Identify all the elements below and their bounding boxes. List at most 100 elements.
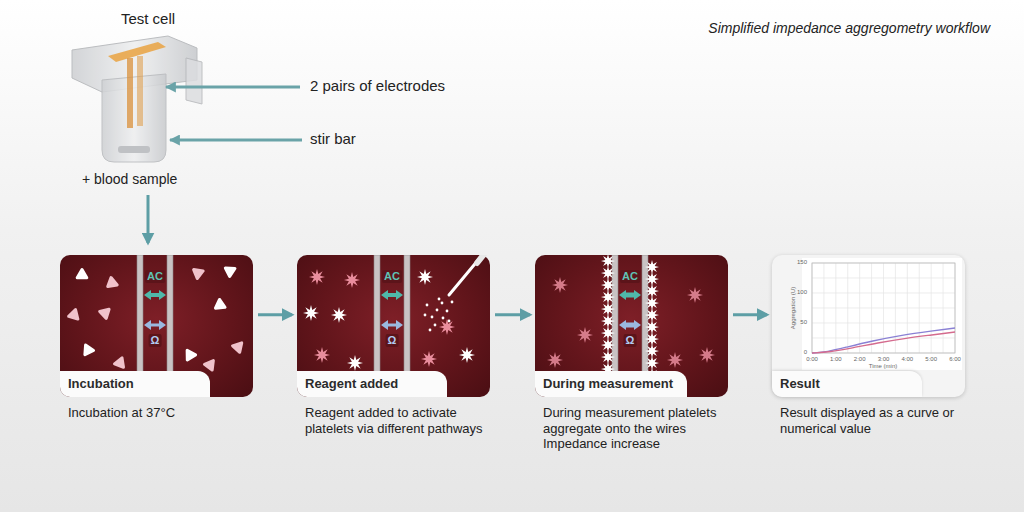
step-panel: ResultResult displayed as a curve or num… [772,255,965,397]
grid-line [847,263,848,353]
reagent-drop [446,310,449,313]
reagent-drop [448,320,451,323]
platelet [204,361,216,372]
leader-arrow [166,86,300,89]
activated-platelet [421,351,437,367]
test-cell [72,36,202,162]
aggregated-platelet [645,344,659,358]
platelet [192,270,203,280]
electrode-wire [137,56,143,126]
arrow-head [396,290,403,300]
platelet [225,264,237,276]
reagent-drop [441,302,444,305]
cell-tube [102,74,166,162]
reagent-drop [431,316,434,319]
step-panel: Reagent addedReagent added to activate p… [297,255,490,397]
electrode-wire [137,255,143,373]
diagram-title: Simplified impedance aggregometry workfl… [708,20,990,36]
activated-platelet [459,347,475,363]
step-tab-label: During measurement [535,371,687,397]
aggregated-platelet [645,272,659,286]
platelet [108,278,119,290]
arrow-head [396,320,403,330]
activated-platelet [439,319,455,335]
electrode-wire [404,255,410,373]
arrow-head [619,290,626,300]
node-note: + blood sample [82,171,177,188]
platelet [77,269,87,277]
stir-bar [118,146,150,153]
arrow-head [144,320,151,330]
activated-platelet [547,352,563,368]
part-label: stir bar [310,130,356,147]
leader-arrow [170,139,302,142]
aggregated-platelet [645,356,659,370]
aggregated-platelet [645,284,659,298]
grid-line [943,263,944,353]
arrow-head [634,290,641,300]
platelet [85,345,94,355]
pipette [477,255,485,263]
platelet [69,308,81,319]
aggregated-platelet [601,338,615,352]
activated-platelet [344,272,360,288]
reagent-drop [436,309,439,312]
activated-platelet [577,327,593,343]
electrode-wire [127,58,133,128]
aggregated-platelet [645,308,659,322]
arrow-head [634,320,641,330]
reagent-drop [424,314,427,317]
activated-platelet [687,287,703,303]
step-tab-label: Incubation [60,371,210,397]
aggregated-platelet [601,278,615,292]
platelet [115,358,128,371]
grid-line [859,263,860,353]
grid-line [823,263,824,353]
aggregation-curve [812,332,955,353]
platelet [100,306,113,319]
arrow-head [159,290,166,300]
grid-line [931,263,932,353]
aggregated-platelet [601,302,615,316]
activated-platelet [331,307,347,323]
activated-platelet [303,305,319,321]
step-caption: During measurement platelets aggregate o… [543,405,721,452]
step-panel: IncubationIncubation at 37°C [60,255,253,397]
aggregated-platelet [645,332,659,346]
node-heading: Test cell [68,10,228,28]
step-tab-label: Result [772,371,922,397]
step-caption: Incubation at 37°C [68,405,246,421]
activated-platelet [417,269,433,285]
electrode-wire [642,255,648,373]
aggregated-platelet [601,314,615,328]
activated-platelet [667,352,683,368]
activated-platelet [309,269,325,285]
arrow-head [159,320,166,330]
grid-line [919,263,920,353]
aggregated-platelet [601,350,615,364]
cell-tab [186,58,202,104]
aggregated-platelet [645,320,659,334]
grid-line [835,263,836,353]
activated-platelet [347,355,363,371]
grid-line [883,263,884,353]
arrow-head [381,290,388,300]
aggregated-platelet [601,290,615,304]
activated-platelet [314,347,330,363]
reagent-drop [438,298,441,301]
arrow-head [619,320,626,330]
reagent-drop [434,324,437,327]
electrode-wire [374,255,380,373]
chart-area [802,258,962,370]
arrow-head [381,320,388,330]
step-tab-label: Reagent added [297,371,447,397]
step-panel: During measurementDuring measurement pla… [535,255,728,397]
flow-arrow [733,313,767,316]
platelet [232,341,242,352]
reagent-drop [426,304,429,307]
aggregation-curve [812,328,955,353]
reagent-drop [451,301,454,304]
aggregated-platelet [645,260,659,274]
electrode-wire [167,255,173,373]
part-label: 2 pairs of electrodes [310,77,445,94]
